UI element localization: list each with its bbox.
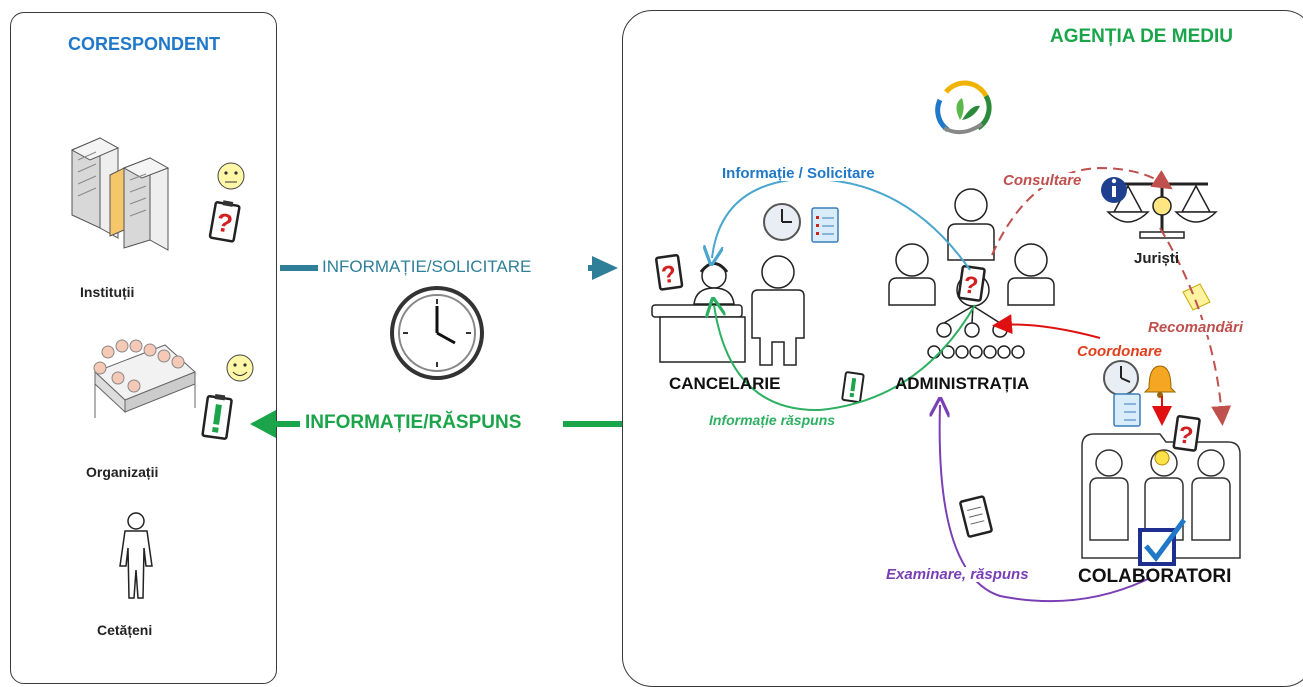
institutions-label: Instituții (80, 284, 135, 300)
request-flow-label: INFORMAȚIE/SOLICITARE (322, 257, 532, 276)
clipboard-exclamation-icon (841, 371, 865, 403)
info-raspuns-label: Informație răspuns (709, 412, 836, 428)
info-icon (1101, 177, 1127, 203)
info-solicitare-arrow (712, 178, 971, 271)
checklist-icon (811, 207, 839, 243)
info-solicitare-label: Informație / Solicitare (722, 165, 875, 182)
request-flow-arrow (280, 256, 618, 280)
recomandari-label: Recomandări (1148, 319, 1244, 336)
organizations-label: Organizații (86, 464, 159, 480)
svg-text:?: ? (660, 260, 678, 289)
clipboard-question-icon: ? (957, 265, 986, 302)
lightbulb-icon (1154, 450, 1170, 466)
svg-text:?: ? (1177, 421, 1195, 450)
clock-icon (1103, 360, 1139, 396)
meeting-group-icon (93, 339, 196, 418)
server-building-icon (70, 137, 170, 251)
info-raspuns-arrow (714, 305, 976, 412)
diagram-canvas: ? (70, 80, 1241, 603)
examinare-arrow (940, 405, 1151, 603)
response-flow-label: INFORMAȚIE/RĂSPUNS (305, 412, 522, 433)
coordonare-arrow (992, 314, 1101, 339)
administration-people-icon (888, 188, 1055, 359)
checklist-icon (1113, 393, 1141, 427)
svg-text:?: ? (962, 271, 980, 300)
happy-face-icon (226, 354, 254, 382)
clipboard-question-icon: ? (208, 200, 241, 243)
sad-face-icon (217, 162, 245, 190)
consultare-arrow (991, 166, 1173, 256)
administratia-label: ADMINISTRAȚIA (895, 374, 1030, 393)
examinare-label: Examinare, răspuns (886, 566, 1029, 583)
juristi-label: Juriști (1134, 250, 1180, 267)
bell-icon (1143, 365, 1177, 398)
coordonare-label: Coordonare (1077, 343, 1163, 360)
clipboard-question-icon: ? (655, 253, 684, 291)
agency-logo-icon (935, 80, 992, 135)
clipboard-exclamation-icon (201, 394, 233, 440)
clipboard-list-icon (959, 495, 993, 538)
justice-scales-icon (1106, 182, 1218, 239)
citizen-person-icon (119, 512, 153, 599)
large-clock-icon (390, 286, 484, 380)
sticky-note-icon (1182, 283, 1211, 311)
clipboard-question-icon: ? (1172, 415, 1201, 452)
agency-title: AGENȚIA DE MEDIU (1050, 26, 1233, 47)
colaboratori-label: COLABORATORI (1078, 566, 1232, 587)
consultare-label: Consultare (1003, 172, 1082, 189)
correspondent-title: CORESPONDENT (68, 34, 221, 54)
response-flow-arrow (250, 410, 622, 438)
cancelarie-label: CANCELARIE (669, 374, 781, 393)
clock-icon (763, 203, 801, 241)
checkbox-checked-icon (1138, 518, 1187, 566)
collaborators-board-icon (1081, 433, 1241, 559)
citizens-label: Cetățeni (97, 622, 153, 638)
svg-text:?: ? (214, 207, 235, 239)
